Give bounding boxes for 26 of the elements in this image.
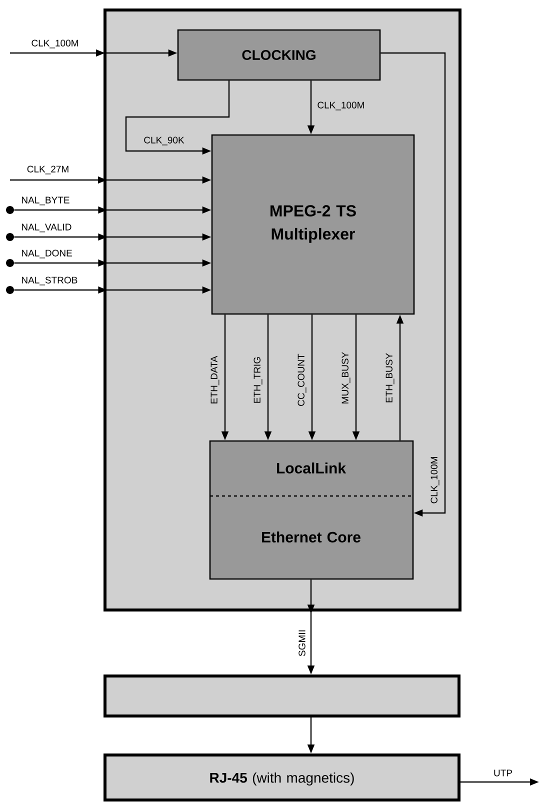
signal-label: CLK_100M <box>32 40 78 48</box>
signal-label: UTP <box>494 770 512 776</box>
signal-label: ETH_TRIG <box>254 357 262 403</box>
signal-label: NAL_STROB <box>22 276 78 286</box>
block-box: CLOCKING <box>177 29 381 81</box>
terminal-dot <box>6 233 14 241</box>
block-box: MPEG-2 TS Multiplexer <box>211 134 415 315</box>
terminal-dot <box>6 286 14 294</box>
signal-label: CC_COUNT <box>298 354 306 406</box>
terminal-dot <box>6 206 14 214</box>
signal-label: ETH_BUSY <box>386 353 394 402</box>
signal-label: CLK_27M <box>27 166 68 174</box>
block-box <box>104 674 460 718</box>
signal-label: ETH_DATA <box>210 356 220 404</box>
signal-label: CLK_100M <box>318 102 364 110</box>
signal-label: MUX_BUSY <box>342 352 350 404</box>
signal-label: CLK_90K <box>144 136 184 146</box>
signal-label: NAL_DONE <box>22 250 72 258</box>
block-box: RJ-45 (with magnetics) <box>104 754 460 802</box>
terminal-dot <box>6 259 14 267</box>
signal-label: CLK_100M <box>430 457 440 504</box>
signal-label: SGMII <box>298 630 306 656</box>
block-box: LocalLink Ethernet Core <box>209 440 414 580</box>
signal-label: NAL_BYTE <box>22 196 70 206</box>
signal-label: NAL_VALID <box>22 224 72 232</box>
arrow <box>380 52 446 517</box>
